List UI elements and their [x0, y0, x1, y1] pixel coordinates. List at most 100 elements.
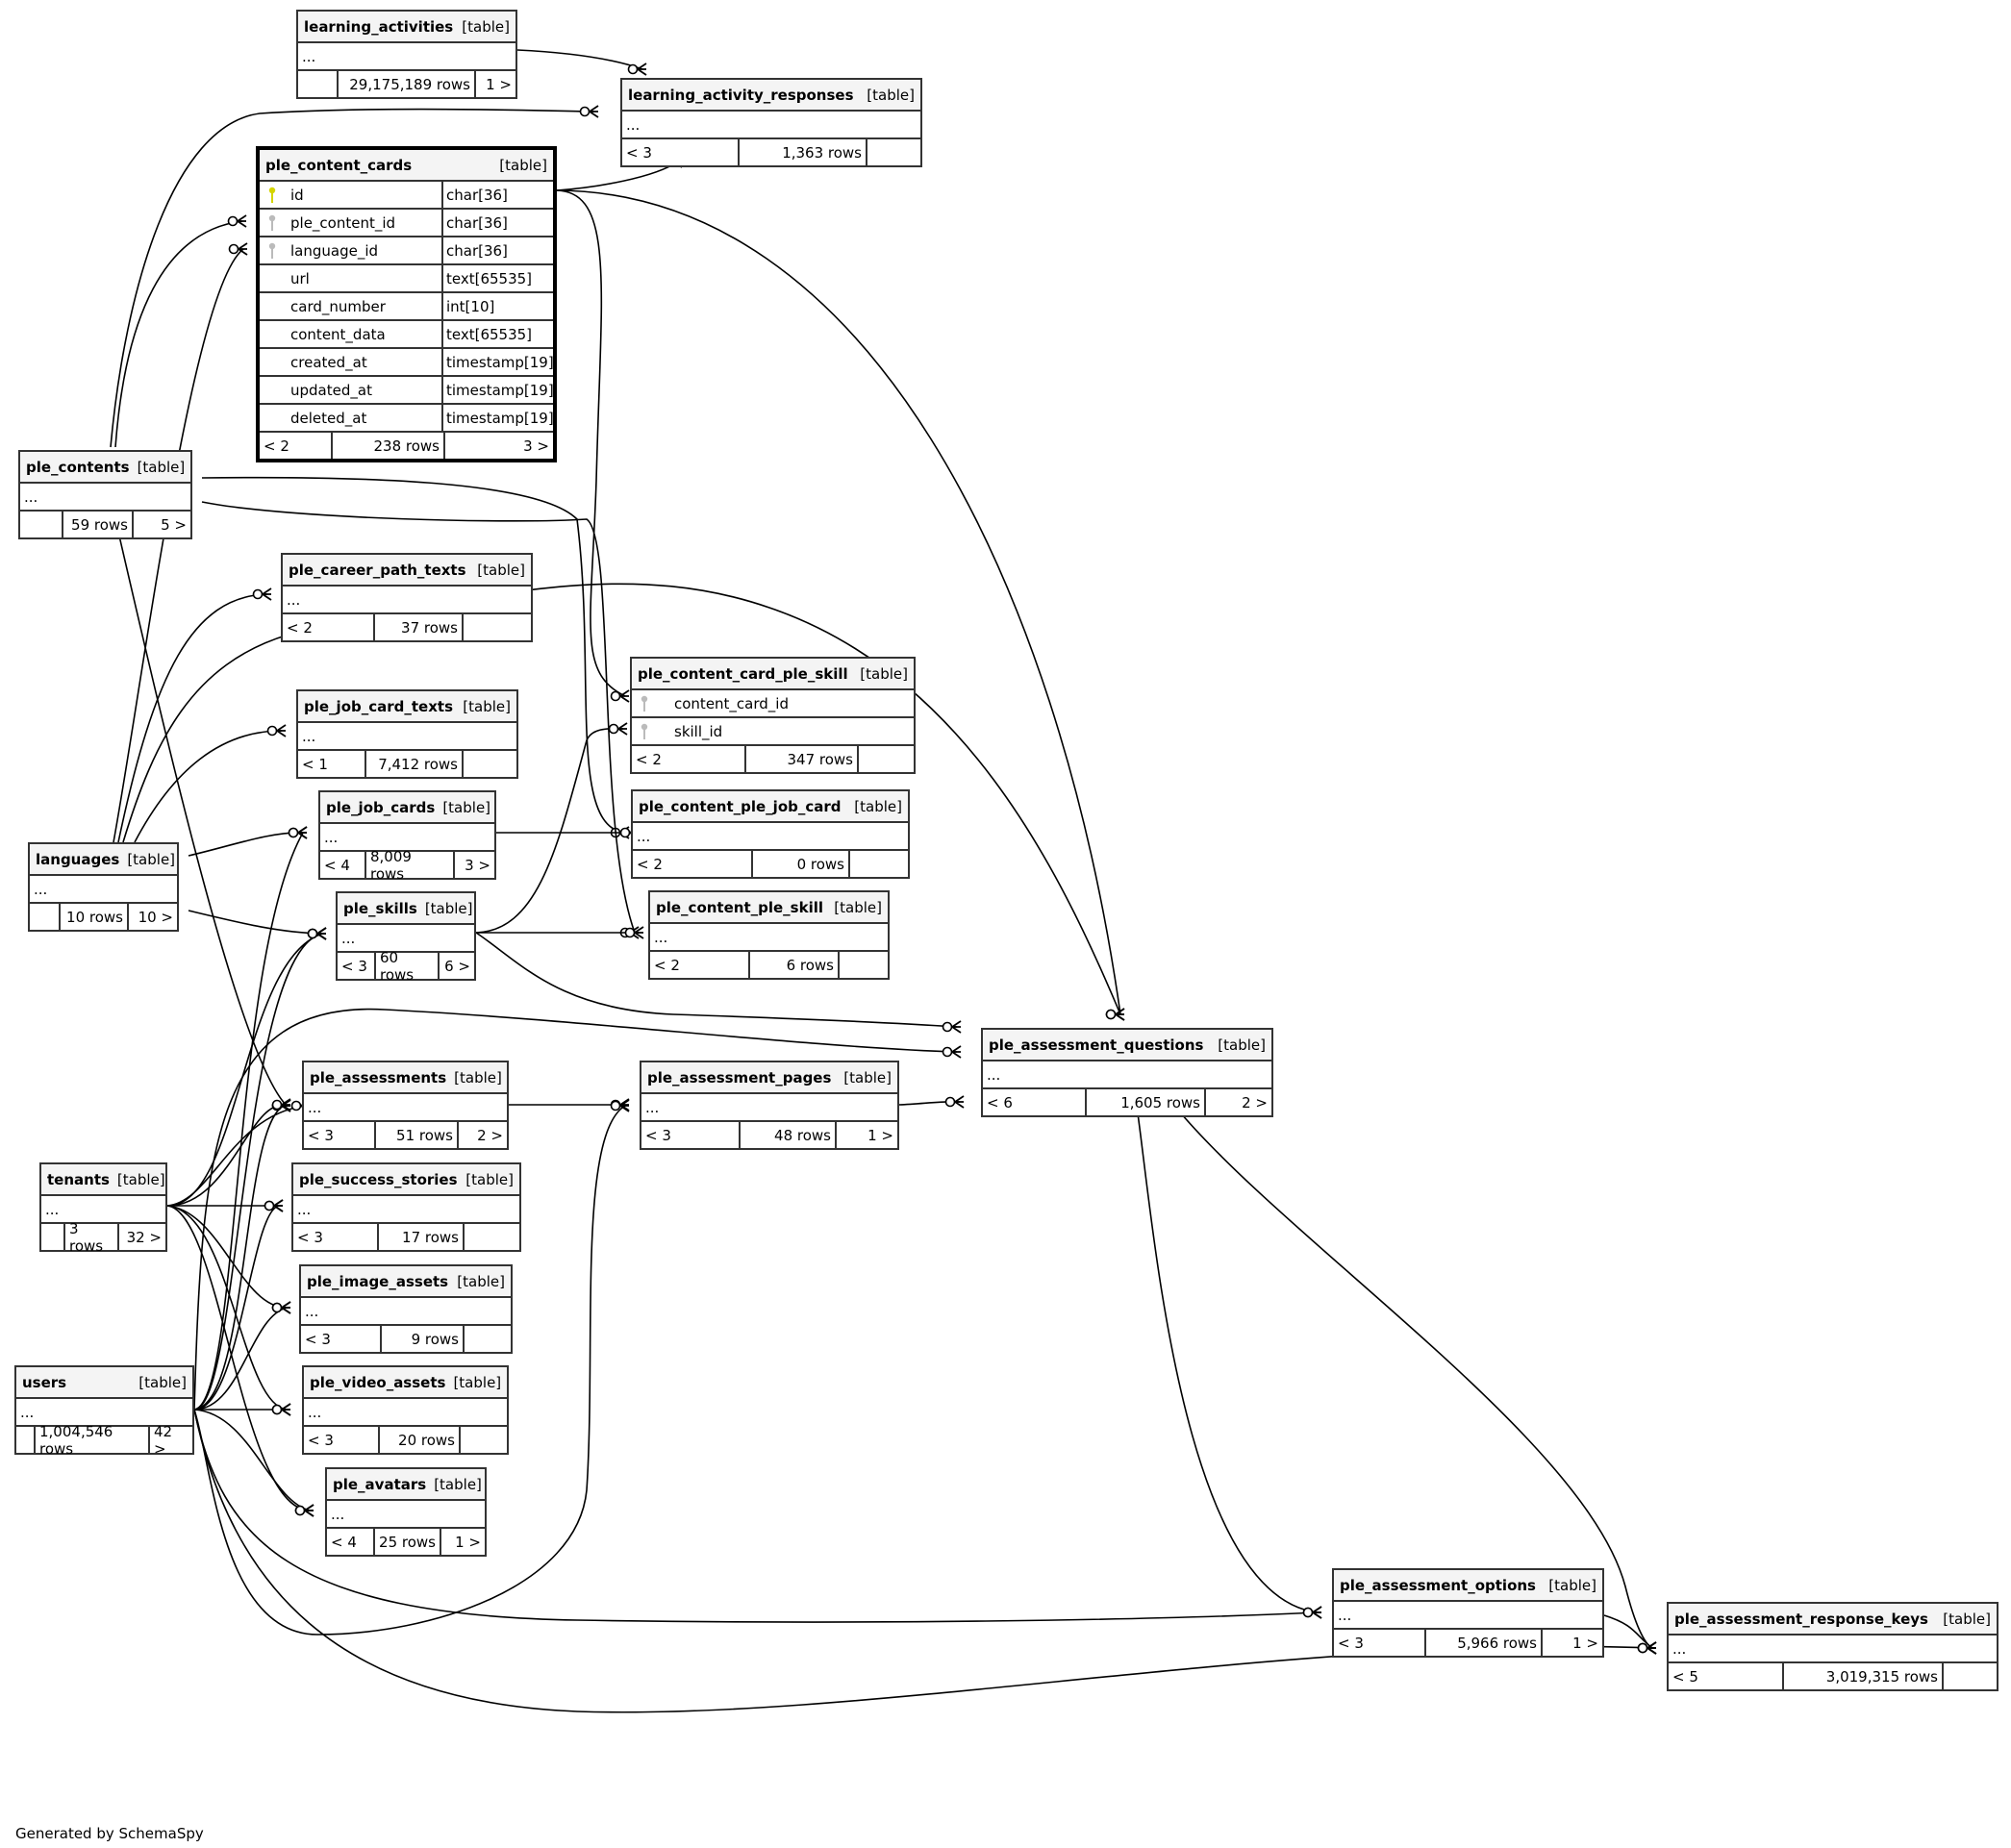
children-count[interactable]	[838, 952, 888, 978]
children-count[interactable]: 10 >	[127, 904, 177, 930]
children-count[interactable]: 3 >	[453, 852, 494, 878]
children-count[interactable]	[463, 1224, 519, 1250]
children-count[interactable]: 2 >	[457, 1122, 507, 1148]
crow-foot-icon	[617, 722, 628, 736]
parents-count[interactable]: < 3	[626, 143, 652, 162]
edge-users-to-ple-success-stories	[193, 1205, 280, 1411]
crow-foot-icon	[281, 1301, 291, 1314]
parents-count[interactable]: < 2	[637, 855, 663, 873]
table-learning-activity-responses[interactable]: learning_activity_responses[table] ... <…	[620, 78, 922, 167]
children-count[interactable]: 1 >	[474, 71, 515, 97]
columns-ellipsis: ...	[622, 110, 920, 137]
column-row[interactable]: content_card_id	[632, 688, 914, 716]
parents-count[interactable]	[16, 1427, 34, 1453]
children-count[interactable]	[857, 746, 914, 772]
crow-foot-icon	[1312, 1606, 1322, 1619]
table-name: ple_content_card_ple_skill	[638, 664, 848, 683]
parents-count[interactable]: < 2	[636, 750, 662, 768]
table-ple-content-card-ple-skill[interactable]: ple_content_card_ple_skill[table] conten…	[630, 657, 916, 774]
children-count[interactable]	[1942, 1663, 1997, 1689]
columns-ellipsis: ...	[633, 821, 908, 849]
parents-count[interactable]: < 3	[308, 1431, 334, 1449]
parents-count[interactable]: < 2	[287, 618, 313, 637]
edge-languages-to-ple-career-path-texts	[117, 593, 268, 843]
children-count[interactable]: 42 >	[148, 1423, 192, 1458]
parents-count[interactable]: < 3	[341, 957, 367, 975]
parents-count[interactable]	[41, 1224, 63, 1250]
parents-count[interactable]: < 4	[324, 856, 350, 874]
parents-count[interactable]: < 5	[1672, 1667, 1698, 1686]
column-row[interactable]: skill_id	[632, 716, 914, 744]
parents-count[interactable]	[298, 71, 337, 97]
parents-count[interactable]: < 1	[302, 755, 328, 773]
parents-count[interactable]: < 6	[987, 1093, 1013, 1111]
parents-count[interactable]: < 3	[645, 1126, 671, 1144]
children-count[interactable]: 1 >	[440, 1529, 485, 1555]
table-learning-activities[interactable]: learning_activities[table] ... 29,175,18…	[296, 10, 517, 99]
children-count[interactable]	[866, 139, 920, 165]
children-count[interactable]: 1 >	[1541, 1630, 1602, 1656]
zero-or-many-marker-icon	[627, 63, 639, 75]
children-count[interactable]: 2 >	[1204, 1089, 1271, 1115]
table-name: ple_content_ple_skill	[656, 898, 824, 916]
parents-count[interactable]: < 2	[264, 437, 289, 455]
children-count[interactable]: 32 >	[117, 1224, 165, 1250]
children-count[interactable]	[462, 751, 516, 777]
edge-ple-assessment-options-to-ple-assessment-response-keys	[1603, 1614, 1653, 1649]
parents-count[interactable]: < 4	[331, 1533, 357, 1551]
parents-count[interactable]: < 3	[308, 1126, 334, 1144]
children-count[interactable]: 3 >	[443, 433, 553, 459]
foreign-key-icon	[265, 241, 279, 260]
children-count[interactable]: 5 >	[132, 512, 190, 537]
parents-count[interactable]: < 3	[1338, 1634, 1364, 1652]
table-ple-assessment-response-keys[interactable]: ple_assessment_response_keys[table] ... …	[1667, 1602, 1998, 1691]
edge-ple-skills-to-ple-assessment-questions	[475, 932, 958, 1028]
table-name: learning_activities	[304, 17, 454, 36]
foreign-key-icon	[638, 722, 651, 740]
children-count[interactable]	[462, 614, 531, 640]
parents-count[interactable]: < 2	[654, 956, 680, 974]
row-count: 1,605 rows	[1085, 1089, 1204, 1115]
children-count[interactable]	[463, 1326, 511, 1352]
children-count[interactable]	[848, 851, 908, 877]
parents-count[interactable]: < 3	[297, 1228, 323, 1246]
children-count[interactable]: 1 >	[835, 1122, 897, 1148]
parents-count[interactable]: < 3	[305, 1330, 331, 1348]
parents-count[interactable]	[30, 904, 59, 930]
edge-tenants-to-ple-job-cards	[166, 1105, 307, 1207]
parents-count[interactable]	[20, 512, 62, 537]
row-count: 10 rows	[59, 904, 127, 930]
column-name: id	[290, 186, 304, 204]
row-count: 0 rows	[751, 851, 848, 877]
children-count[interactable]	[459, 1427, 507, 1453]
children-count[interactable]: 6 >	[438, 953, 474, 979]
